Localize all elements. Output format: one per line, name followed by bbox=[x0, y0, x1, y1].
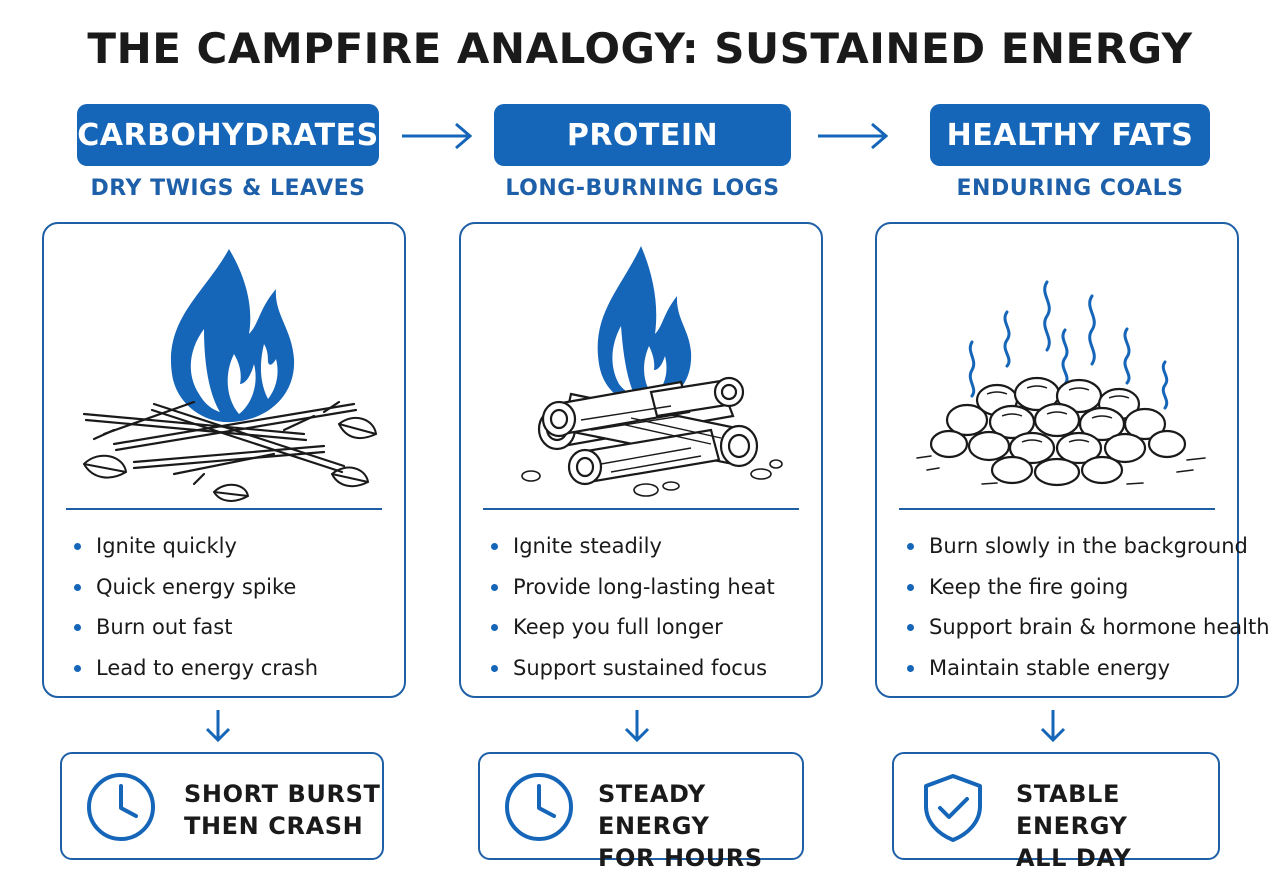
arrow-down-icon bbox=[205, 710, 231, 743]
list-item: Burn slowly in the background bbox=[907, 526, 1270, 567]
list-item: Provide long-lasting heat bbox=[491, 567, 775, 608]
bullet-icon bbox=[74, 543, 81, 550]
subtitle-healthy-fats: ENDURING COALS bbox=[956, 176, 1184, 201]
bullet-icon bbox=[74, 664, 81, 672]
bullet-icon bbox=[907, 543, 914, 550]
points-list: Ignite steadily Provide long-lasting hea… bbox=[491, 526, 775, 688]
list-item: Burn out fast bbox=[74, 607, 318, 648]
bullet-icon bbox=[74, 624, 81, 631]
list-item: Ignite steadily bbox=[491, 526, 775, 567]
card-protein: Ignite steadily Provide long-lasting hea… bbox=[459, 222, 823, 698]
points-list: Ignite quickly Quick energy spike Burn o… bbox=[74, 526, 318, 688]
outcome-text: STEADY ENERGY FOR HOURS bbox=[598, 780, 763, 872]
list-item: Lead to energy crash bbox=[74, 648, 318, 689]
bullet-icon bbox=[74, 583, 81, 591]
bullet-icon bbox=[907, 583, 914, 591]
outcome-healthy-fats: STABLE ENERGY ALL DAY bbox=[892, 752, 1220, 872]
divider bbox=[483, 508, 799, 510]
log-fire-icon bbox=[521, 246, 783, 497]
card-healthy-fats: Burn slowly in the background Keep the f… bbox=[875, 222, 1270, 698]
bullet-icon bbox=[491, 583, 498, 591]
outcome-text: SHORT BURST THEN CRASH bbox=[184, 780, 381, 840]
list-item: Support brain & hormone health bbox=[907, 607, 1270, 648]
list-item: Maintain stable energy bbox=[907, 648, 1270, 689]
header-healthy-fats: HEALTHY FATS bbox=[930, 104, 1210, 166]
arrow-right-icon bbox=[818, 122, 889, 150]
bullet-icon bbox=[491, 664, 498, 672]
list-item: Support sustained focus bbox=[491, 648, 775, 689]
divider bbox=[899, 508, 1215, 510]
coals-icon bbox=[916, 280, 1206, 487]
header-label: HEALTHY FATS bbox=[946, 117, 1194, 153]
card-carbohydrates: Ignite quickly Quick energy spike Burn o… bbox=[42, 222, 406, 698]
points-list: Burn slowly in the background Keep the f… bbox=[907, 526, 1270, 688]
list-item: Ignite quickly bbox=[74, 526, 318, 567]
header-carbohydrates: CARBOHYDRATES bbox=[77, 104, 379, 166]
twig-fire-icon bbox=[82, 249, 378, 502]
arrow-down-icon bbox=[624, 710, 650, 743]
divider bbox=[66, 508, 382, 510]
list-item: Quick energy spike bbox=[74, 567, 318, 608]
arrow-down-icon bbox=[1040, 710, 1066, 743]
list-item: Keep the fire going bbox=[907, 567, 1270, 608]
subtitle-protein: LONG-BURNING LOGS bbox=[505, 176, 780, 201]
outcome-text: STABLE ENERGY ALL DAY bbox=[1016, 780, 1132, 872]
bullet-icon bbox=[491, 624, 498, 631]
outcome-carbohydrates: SHORT BURST THEN CRASH bbox=[60, 752, 384, 860]
arrow-right-icon bbox=[402, 122, 473, 150]
clock-icon bbox=[505, 773, 573, 841]
header-label: CARBOHYDRATES bbox=[77, 117, 379, 153]
bullet-icon bbox=[907, 664, 914, 672]
clock-icon bbox=[87, 773, 155, 841]
shield-check-icon bbox=[924, 774, 982, 842]
bullet-icon bbox=[491, 543, 498, 550]
outcome-protein: STEADY ENERGY FOR HOURS bbox=[478, 752, 804, 872]
list-item: Keep you full longer bbox=[491, 607, 775, 648]
header-label: PROTEIN bbox=[566, 117, 719, 153]
header-protein: PROTEIN bbox=[494, 104, 791, 166]
bullet-icon bbox=[907, 624, 914, 631]
page-title: THE CAMPFIRE ANALOGY: SUSTAINED ENERGY bbox=[87, 24, 1193, 73]
subtitle-carbohydrates: DRY TWIGS & LEAVES bbox=[90, 176, 366, 201]
